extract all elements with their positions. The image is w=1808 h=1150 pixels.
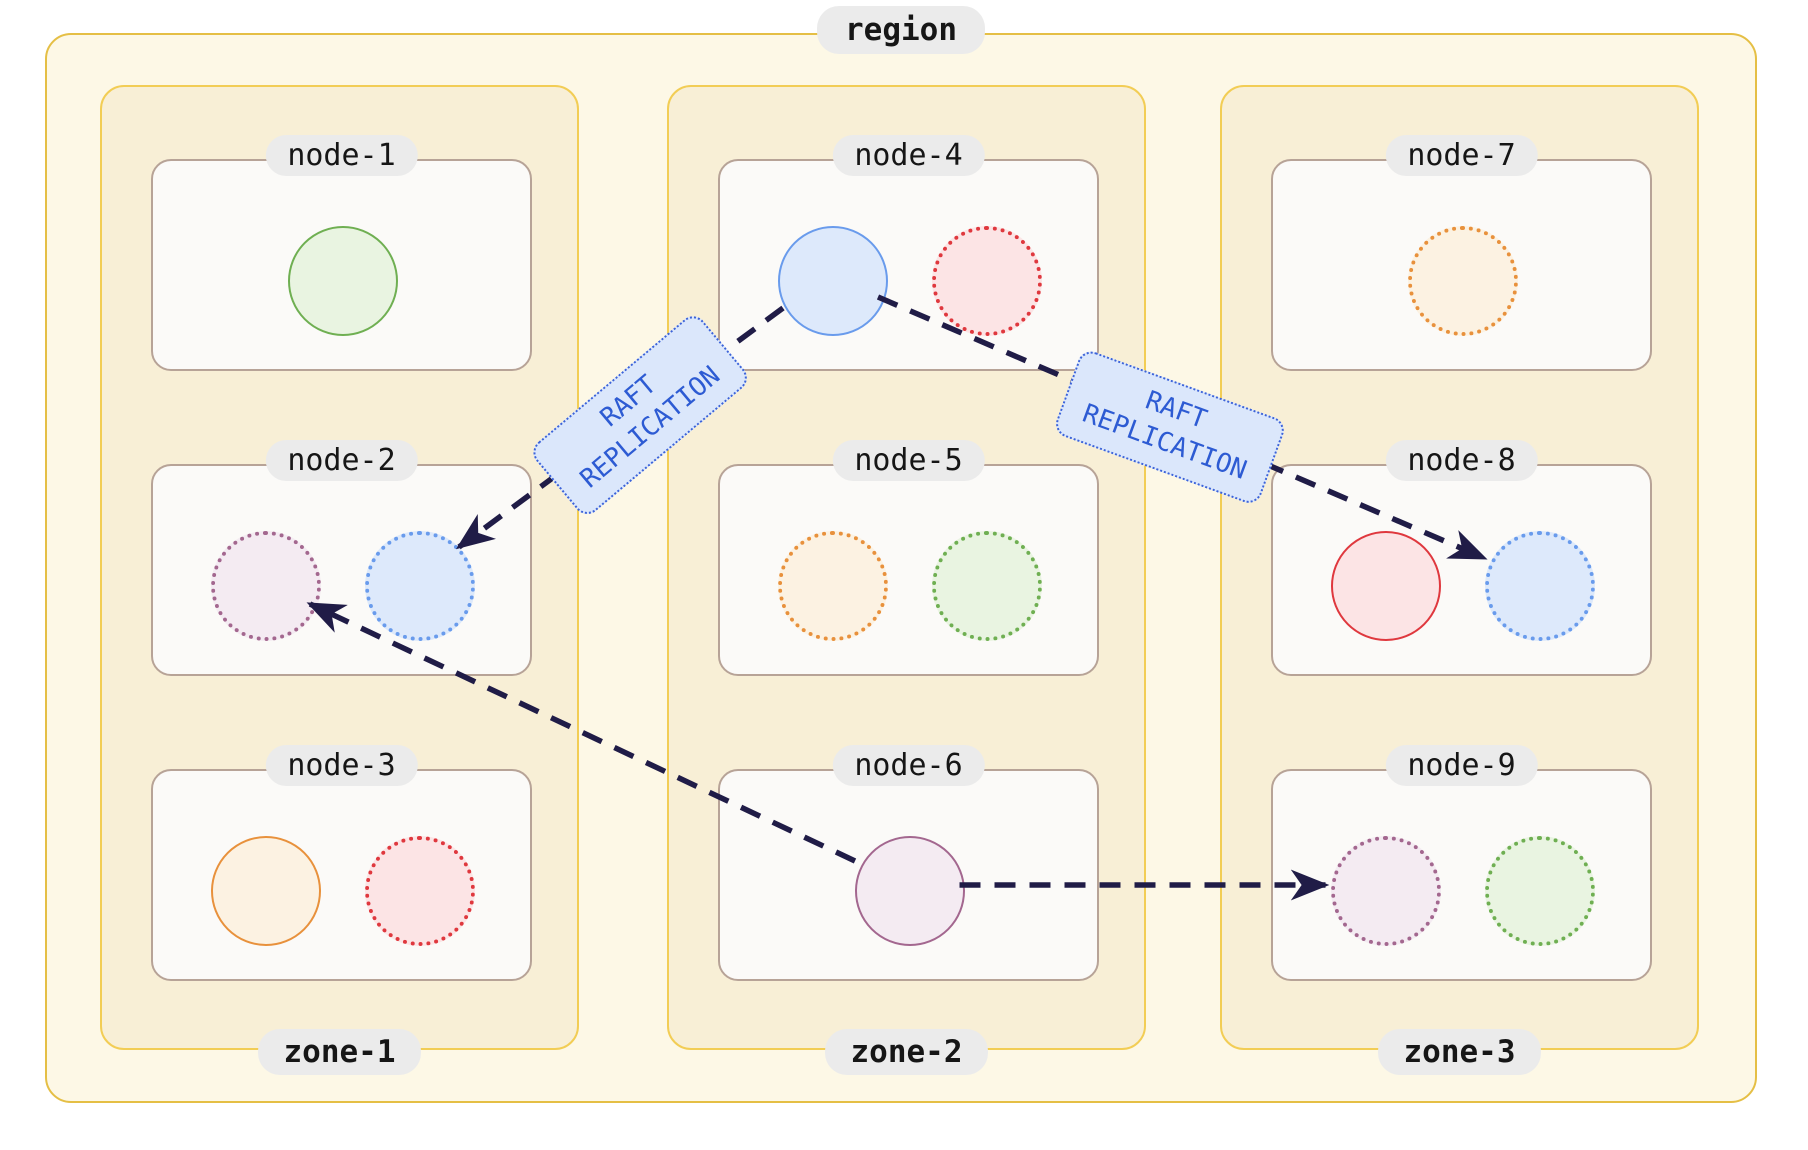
replica-circle-mauve-dotted bbox=[1331, 836, 1441, 946]
node-card-3: node-3 bbox=[151, 745, 532, 981]
replica-circle-green-dotted bbox=[932, 531, 1042, 641]
node-label-8: node-8 bbox=[1385, 440, 1538, 481]
node-label-5: node-5 bbox=[832, 440, 985, 481]
replica-circle-orange-dotted bbox=[1408, 226, 1518, 336]
node-label-1: node-1 bbox=[265, 135, 418, 176]
replica-circle-red-dotted bbox=[365, 836, 475, 946]
zone-label-1: zone-1 bbox=[257, 1029, 422, 1075]
replica-circle-blue-dotted bbox=[1485, 531, 1595, 641]
zone-label-2: zone-2 bbox=[824, 1029, 989, 1075]
node-card-8: node-8 bbox=[1271, 440, 1652, 676]
zone-box-1: node-1 node-2 node-3 zone-1 bbox=[100, 85, 579, 1075]
node-card-9: node-9 bbox=[1271, 745, 1652, 981]
node-label-6: node-6 bbox=[832, 745, 985, 786]
replica-circle-orange-dotted bbox=[778, 531, 888, 641]
node-card-1: node-1 bbox=[151, 135, 532, 371]
node-card-7: node-7 bbox=[1271, 135, 1652, 371]
replica-circle-red-dotted bbox=[932, 226, 1042, 336]
replica-circle-green-solid bbox=[288, 226, 398, 336]
replica-circle-red-solid bbox=[1331, 531, 1441, 641]
node-label-3: node-3 bbox=[265, 745, 418, 786]
replica-circle-green-dotted bbox=[1485, 836, 1595, 946]
node-card-5: node-5 bbox=[718, 440, 1099, 676]
node-label-4: node-4 bbox=[832, 135, 985, 176]
node-card-2: node-2 bbox=[151, 440, 532, 676]
replica-circle-mauve-dotted bbox=[211, 531, 321, 641]
node-card-4: node-4 bbox=[718, 135, 1099, 371]
replica-circle-mauve-solid bbox=[855, 836, 965, 946]
node-label-7: node-7 bbox=[1385, 135, 1538, 176]
replica-circle-blue-dotted bbox=[365, 531, 475, 641]
region-box: region node-1 node-2 node-3 zone-1 node-… bbox=[45, 6, 1757, 1103]
zone-box-3: node-7 node-8 node-9 zone-3 bbox=[1220, 85, 1699, 1075]
node-label-9: node-9 bbox=[1385, 745, 1538, 786]
zone-label-3: zone-3 bbox=[1377, 1029, 1542, 1075]
replica-circle-orange-solid bbox=[211, 836, 321, 946]
node-card-6: node-6 bbox=[718, 745, 1099, 981]
replica-circle-blue-solid bbox=[778, 226, 888, 336]
node-label-2: node-2 bbox=[265, 440, 418, 481]
region-label: region bbox=[817, 6, 985, 54]
zone-box-2: node-4 node-5 node-6 zone-2 bbox=[667, 85, 1146, 1075]
